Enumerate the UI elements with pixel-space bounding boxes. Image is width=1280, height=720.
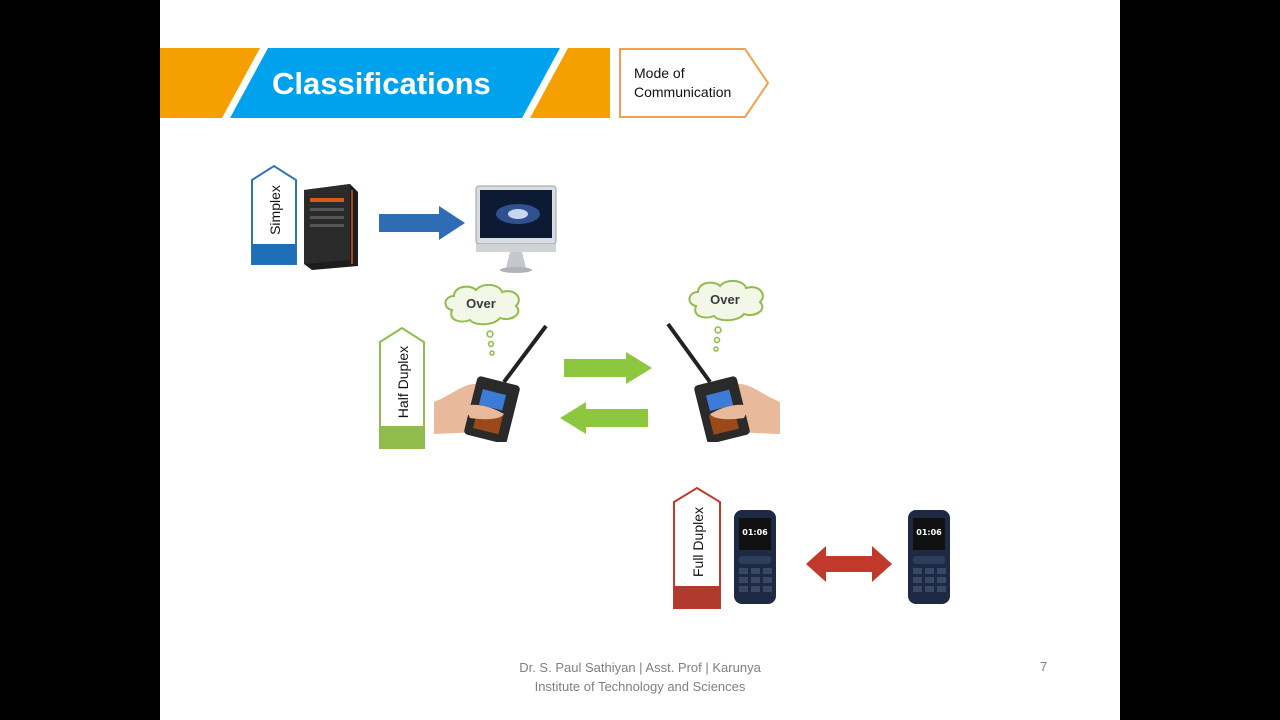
feature-phone-icon-left: 01:06: [734, 510, 776, 604]
full-duplex-arrow: [806, 546, 892, 582]
phone-time-right: 01:06: [916, 528, 942, 537]
slide-footer: Dr. S. Paul Sathiyan | Asst. Prof | Karu…: [480, 658, 800, 696]
footer-line-1: Dr. S. Paul Sathiyan | Asst. Prof | Karu…: [519, 660, 761, 675]
slide-title: Classifications: [272, 66, 491, 101]
simplex-tag: [251, 164, 297, 265]
footer-line-2: Institute of Technology and Sciences: [534, 679, 746, 694]
title-banner: [160, 48, 610, 118]
simplex-label: Simplex: [267, 185, 283, 235]
over-bubble-left-text: Over: [466, 296, 496, 311]
mode-of-communication-label: Mode of Communication: [634, 65, 732, 100]
page-number: 7: [1040, 659, 1048, 674]
phone-time-left: 01:06: [742, 528, 768, 537]
walkie-talkie-icon-right: [666, 322, 780, 442]
slide: Classifications Mode of Communication Si…: [160, 0, 1120, 720]
half-duplex-arrow-left: [560, 402, 648, 434]
full-duplex-tag: [673, 486, 721, 609]
desktop-tower-icon: [304, 184, 358, 270]
over-bubble-right: [688, 280, 764, 322]
half-duplex-tag: [379, 326, 425, 449]
walkie-talkie-icon: [434, 324, 548, 442]
over-bubble-right-text: Over: [710, 292, 740, 307]
feature-phone-icon-right: 01:06: [908, 510, 950, 604]
over-bubble-left: [444, 284, 520, 326]
imac-monitor-icon: [475, 185, 557, 273]
half-duplex-arrow-right: [564, 352, 652, 384]
full-duplex-label: Full Duplex: [690, 506, 706, 578]
simplex-arrow: [379, 206, 465, 240]
mode-box: [619, 48, 770, 118]
thought-dots-left: [486, 330, 495, 356]
half-duplex-label: Half Duplex: [395, 345, 411, 419]
thought-dots-right: [713, 326, 722, 352]
